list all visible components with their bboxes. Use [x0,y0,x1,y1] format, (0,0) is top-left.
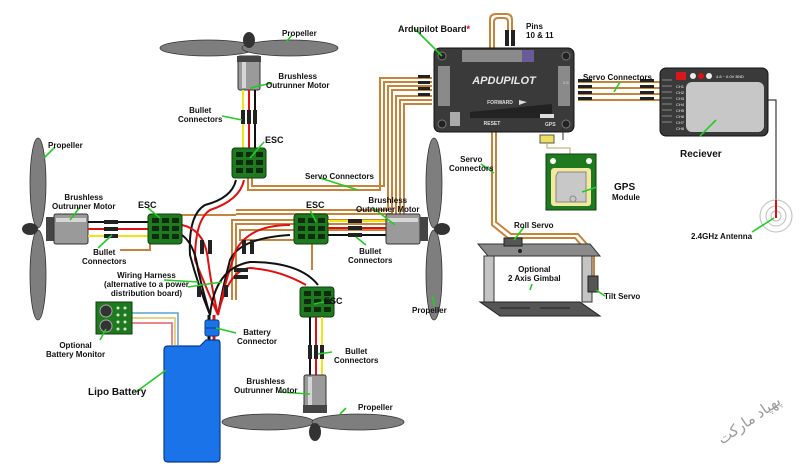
label-left-bullet: Bullet Connectors [82,248,127,266]
right-motor [385,213,428,245]
label-pins: Pins 10 & 11 [526,22,554,40]
receiver-channel-label: CH6 [676,114,685,119]
label-servo-connectors-center: Servo Connectors [305,172,374,181]
servo-wire-bundle-esc [120,77,432,300]
label-top-propeller: Propeller [282,29,317,38]
leader-lines [43,27,775,415]
label-left-propeller: Propeller [48,141,83,150]
board-gps-port: GPS [545,122,556,128]
label-top-motor: Brushless Outrunner Motor [266,72,330,90]
bottom-propeller [221,413,405,441]
label-top-esc: ESC [265,135,284,145]
receiver-channel-label: CH2 [676,90,685,95]
roll-servo [503,237,523,247]
gimbal [476,237,602,317]
ardupilot-board-text: Ardupilot Board [398,24,467,34]
label-bottom-motor: Brushless Outrunner Motor [234,377,298,395]
pin-connector [511,30,515,46]
board-logo: APDUPILOT [471,75,537,87]
label-bottom-propeller: Propeller [358,403,393,412]
right-esc [293,213,329,245]
label-right-esc: ESC [306,200,325,210]
label-ardupilot-board: Ardupilot Board* [398,25,470,34]
antenna [759,199,793,233]
pin-connector [505,30,509,46]
top-bullet-connectors [241,110,257,124]
label-roll-servo: Roll Servo [514,221,554,230]
ardupilot-star: * [466,24,471,34]
label-lipo-battery: Lipo Battery [88,387,147,398]
power-wiring-harness [181,179,319,345]
label-antenna: 2.4GHz Antenna [691,232,753,241]
label-servo-connectors-right: Servo Connectors [583,73,652,82]
receiver-channel-label: CH5 [676,108,685,113]
receiver-channel-label: CH3 [676,96,685,101]
receiver-channel-label: CH4 [676,102,685,107]
gps-cable [539,127,571,154]
antenna-wire [768,99,777,210]
receiver-header: 4.8 ~ 6.0V BND [716,74,744,79]
label-receiver: Reciever [680,149,722,160]
gps-module [545,153,597,211]
label-battery-connector: Battery Connector [237,328,277,346]
battery-monitor [95,301,133,335]
label-right-motor: Brushless Outrunner Motor [356,196,420,214]
left-motor [46,213,89,245]
label-bottom-bullet: Bullet Connectors [334,347,379,365]
receiver-channel-label: CH7 [676,120,685,125]
top-motor [237,55,261,91]
forward-arrow-icon [519,100,527,105]
bottom-bullet-connectors [308,345,324,359]
label-servo-connectors-gimbal: Servo Connectors [449,155,494,173]
lipo-battery [163,339,221,463]
left-propeller [22,137,47,321]
label-left-esc: ESC [138,200,157,210]
right-bullet-connectors [348,219,362,237]
top-propeller [159,32,339,57]
board-version: 2.5 [563,80,569,85]
label-wiring-harness: Wiring Harness (alternative to a power d… [104,271,189,298]
label-bottom-esc: ESC [324,296,343,306]
label-left-motor: Brushless Outrunner Motor [52,193,116,211]
harness-bullet-connectors [197,240,254,297]
bottom-motor [303,374,327,413]
label-gimbal: Optional 2 Axis Gimbal [508,265,561,283]
arrow-up-icon [560,127,566,131]
label-tilt-servo: Tilt Servo [604,292,641,301]
board-forward: FORWARD [487,100,513,106]
left-esc [147,213,183,245]
receiver-channel-label: CH8 [676,126,685,131]
label-right-bullet: Bullet Connectors [348,247,393,265]
board-reset: RESET [484,121,501,127]
battery-monitor-wires [132,312,179,345]
label-top-bullet: Bullet Connectors [178,106,223,124]
top-esc [231,147,267,179]
servo-wire-pins [489,13,513,48]
ardupilot-board: APDUPILOT 2.5 FORWARD RESET GPS [433,47,575,133]
label-gps: GPS [614,182,636,193]
watermark: پهپاد مارکت [715,392,784,448]
tilt-servo [587,275,599,293]
label-right-propeller: Propeller [412,306,447,315]
label-gps-module: Module [612,193,640,202]
label-battery-monitor: Optional Battery Monitor [46,341,106,359]
receiver-channel-label: CH1 [676,84,685,89]
right-propeller [425,137,450,321]
